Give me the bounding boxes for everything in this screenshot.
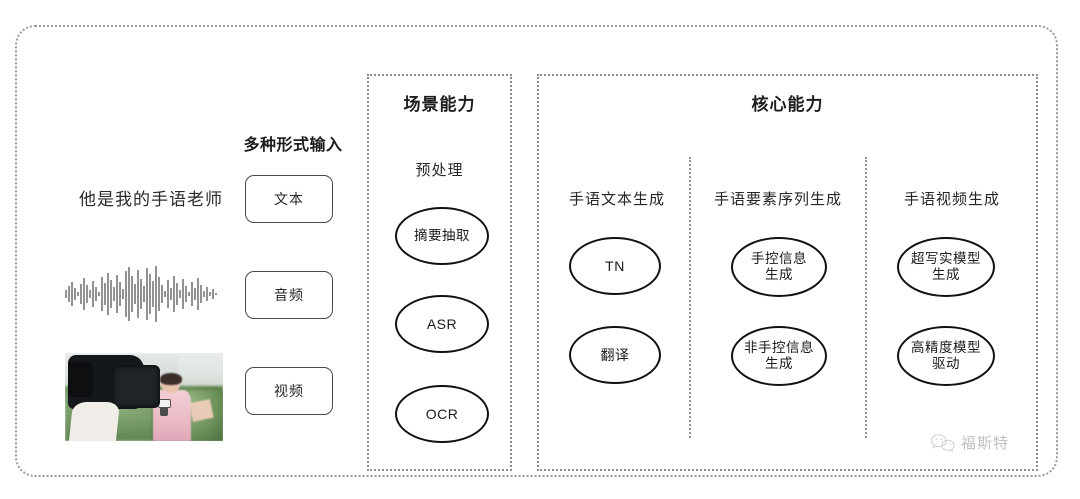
wechat-icon: [931, 433, 955, 452]
node-non-manual-info-generation[interactable]: 非手控信息生成: [731, 326, 827, 386]
scene-panel-title: 场景能力: [403, 95, 476, 114]
input-chip-audio[interactable]: 音频: [245, 271, 333, 319]
core-column-header-element-sequence: 手语要素序列生成: [713, 191, 842, 208]
node-high-precision-model-driving[interactable]: 高精度模型驱动: [897, 326, 995, 386]
core-column-header-video-generation: 手语视频生成: [903, 191, 1000, 208]
node-ocr[interactable]: OCR: [395, 385, 489, 443]
node-asr[interactable]: ASR: [395, 295, 489, 353]
sample-text-input: 他是我的手语老师: [79, 190, 223, 209]
node-tn[interactable]: TN: [569, 237, 661, 295]
input-chip-video[interactable]: 视频: [245, 367, 333, 415]
node-translation[interactable]: 翻译: [569, 326, 661, 384]
column-divider-1: [689, 157, 691, 438]
column-divider-2: [865, 157, 867, 438]
core-column-header-text-generation: 手语文本生成: [568, 191, 665, 208]
watermark: 福斯特: [930, 432, 1009, 453]
scene-panel-subtitle: 预处理: [415, 162, 464, 179]
core-panel-title: 核心能力: [751, 95, 824, 114]
core-capability-panel: 核心能力 手语文本生成 手语要素序列生成 手语视频生成 TN 翻译 手控信息生成…: [537, 74, 1038, 471]
waveform-icon: [65, 266, 217, 322]
node-photorealistic-model-generation[interactable]: 超写实模型生成: [897, 237, 995, 297]
watermark-text: 福斯特: [961, 434, 1010, 452]
node-manual-info-generation[interactable]: 手控信息生成: [731, 237, 827, 297]
input-chip-text[interactable]: 文本: [245, 175, 333, 223]
node-summary-extraction[interactable]: 摘要抽取: [395, 207, 489, 265]
multi-input-header: 多种形式输入: [243, 137, 343, 154]
video-thumbnail-icon: [65, 353, 223, 441]
scene-capability-panel: 场景能力 预处理 摘要抽取 ASR OCR: [367, 74, 512, 471]
diagram-outer-frame: 多种形式输入 他是我的手语老师: [15, 25, 1058, 477]
